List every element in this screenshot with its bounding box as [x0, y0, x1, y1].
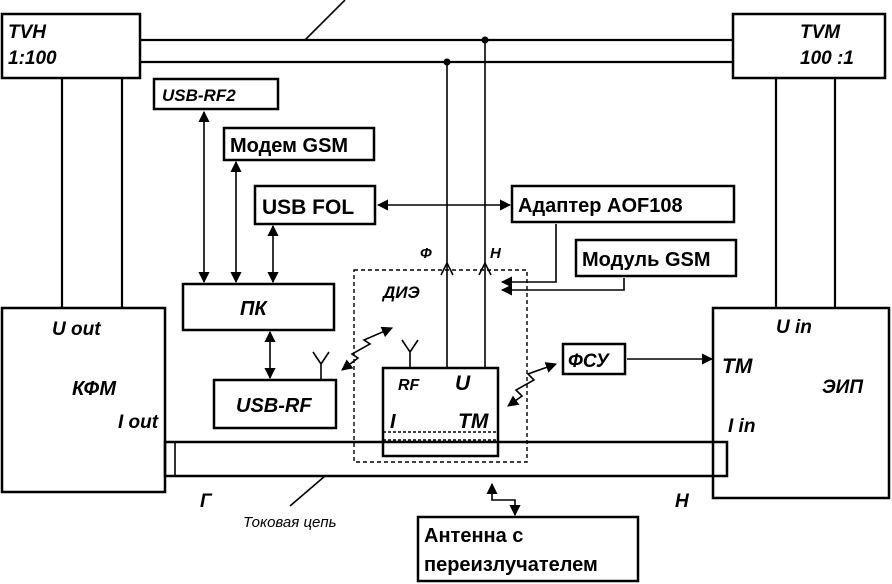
radio-links — [341, 326, 558, 407]
connection-arrows — [198, 110, 714, 517]
die-label: ДИЭ — [381, 283, 420, 302]
tvm-box — [731, 12, 887, 80]
usb-fol-box — [253, 184, 377, 226]
modem-gsm-label: Модем GSM — [230, 135, 348, 157]
eip-i-in: I in — [728, 416, 755, 437]
usb-fol-label: USB FOL — [262, 196, 354, 219]
phi-label: Ф — [420, 245, 432, 262]
die-i-label: I — [390, 411, 396, 433]
antenna-line1: Антенна с — [424, 525, 523, 547]
kfm-name: КФМ — [72, 378, 117, 400]
h-bottom-label: Н — [675, 491, 690, 512]
fsu-box — [561, 342, 627, 376]
tvh-label: TVH — [8, 22, 47, 43]
usb-rf-box — [212, 378, 338, 430]
tvh-box — [0, 12, 142, 80]
usb-rf-label: USB-RF — [236, 395, 312, 417]
kfm-u-out: U out — [52, 319, 101, 340]
pk-label: ПК — [240, 298, 268, 320]
antenna-icon — [312, 339, 419, 380]
module-gsm-box — [574, 238, 738, 278]
die-rf-label: RF — [398, 377, 421, 394]
tvm-label: TVM — [800, 22, 841, 43]
usb-rf2-label: USB-RF2 — [162, 86, 236, 105]
tvm-ratio: 100 :1 — [800, 48, 854, 69]
pk-box — [181, 282, 336, 332]
modem-gsm-box — [222, 126, 376, 162]
kfm-box — [0, 306, 167, 494]
tvh-ratio: 1:100 — [8, 48, 57, 69]
eip-tm: TM — [722, 355, 753, 378]
current-circuit-label: Токовая цепь — [243, 514, 337, 531]
die-tm-label: TM — [458, 410, 489, 433]
die-u-label: U — [455, 372, 471, 395]
module-gsm-label: Модуль GSM — [582, 249, 711, 271]
eip-u-in: U in — [776, 317, 812, 338]
voltage-bus — [140, 0, 733, 64]
fsu-label: ФСУ — [568, 351, 611, 372]
tvm-eip-rails — [774, 62, 837, 308]
adapter-box — [510, 184, 736, 224]
current-circuit — [163, 440, 729, 507]
eip-name: ЭИП — [822, 377, 863, 398]
antenna-line2: переизлучателем — [424, 554, 598, 576]
adapter-label: Адаптер AOF108 — [518, 195, 683, 217]
die-voltage-taps — [440, 36, 492, 368]
h-top-label: Н — [490, 245, 502, 262]
kfm-i-out: I out — [118, 412, 159, 433]
antenna-box — [416, 515, 640, 583]
usb-rf2-box — [152, 77, 280, 111]
g-label: Г — [200, 491, 213, 512]
eip-box — [711, 306, 891, 500]
tvh-kfm-rails — [60, 62, 124, 308]
